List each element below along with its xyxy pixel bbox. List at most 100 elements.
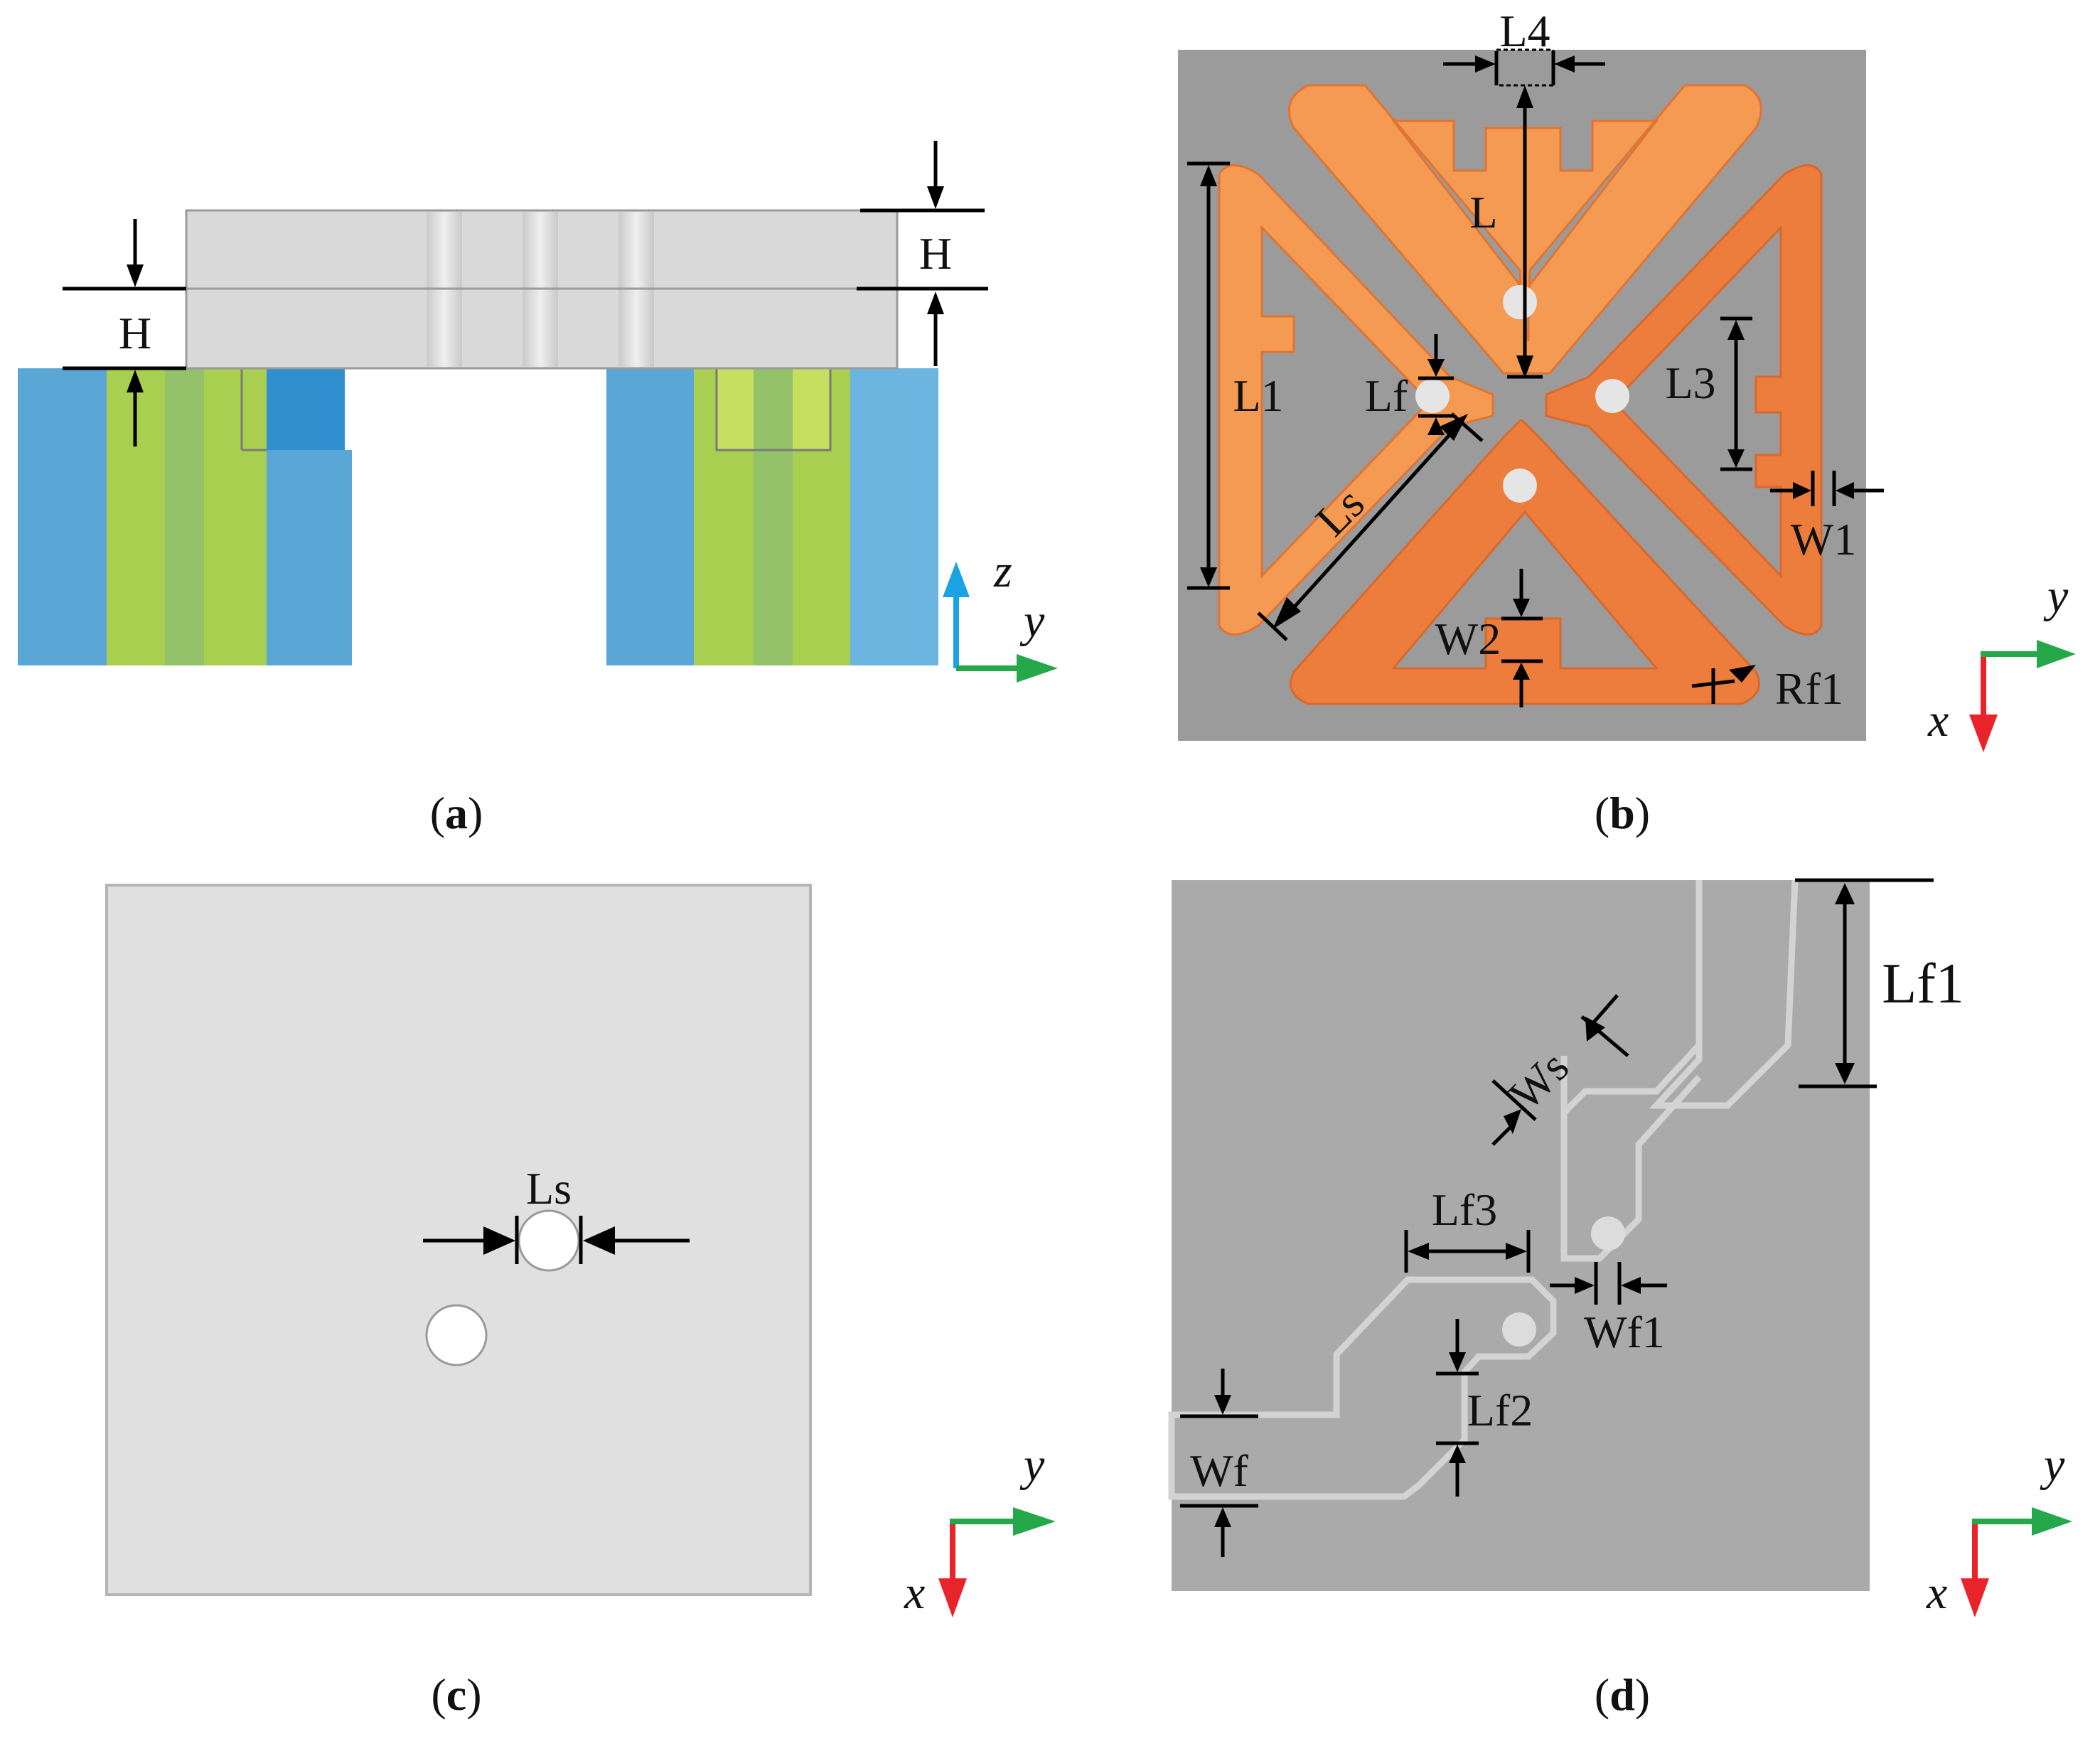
label-wf: Wf (1190, 1445, 1248, 1496)
via-hole-left (1415, 379, 1450, 413)
dim-l4-arrowhead-left (1475, 55, 1496, 73)
label-rf1: Rf1 (1775, 663, 1843, 714)
dim-lf3-arrowhead-right (1506, 1243, 1527, 1260)
dim-rf1-arrow (1691, 679, 1735, 688)
label-l4: L4 (1499, 6, 1550, 56)
axis-z-arrowhead (943, 562, 970, 597)
dim-ws-arrow-bottom (1491, 1125, 1512, 1146)
dim-ls-line (1289, 429, 1455, 613)
axis-y-arrowhead-b (2037, 640, 2076, 668)
axis-x-arrowhead-b (1969, 715, 1998, 752)
feed-slot-left (1561, 880, 1703, 1115)
axis-x-arrowhead-d (1961, 1578, 1989, 1617)
dim-h-left-arrowhead-bottom (127, 370, 144, 392)
dim-h-right-arrowhead-bottom (927, 291, 944, 314)
feed-line-upper (1168, 1276, 1557, 1500)
axis-label-y-a: y (1019, 595, 1045, 647)
patch-bottom (1290, 417, 1760, 705)
label-h-left: H (119, 308, 151, 358)
label-l: L (1469, 187, 1497, 237)
dim-ls-tick-bottom (1257, 611, 1288, 641)
right-block-blue-outer (606, 368, 694, 665)
dim-lf-arrowhead-top (1427, 359, 1445, 377)
label-lf3: Lf3 (1432, 1184, 1497, 1235)
dim-ws-arrowhead-bottom (1504, 1109, 1521, 1134)
ground-plane (1172, 880, 1870, 1591)
via-d-lower (1502, 1312, 1536, 1347)
panel-d: Lf1 Ws Lf3 Wf1 Lf2 (1168, 878, 2072, 1720)
dim-w2-arrowhead-bottom (1513, 663, 1530, 680)
label-wf1: Wf1 (1584, 1307, 1665, 1357)
dim-ws-arrow-top (1591, 994, 1619, 1025)
dim-lf2-arrowhead-bottom (1449, 1445, 1466, 1463)
label-lf1: Lf1 (1882, 953, 1964, 1015)
panel-a: H H z y (a) (18, 141, 1058, 838)
label-lf: Lf (1365, 370, 1408, 421)
dim-w2-arrowhead-top (1513, 599, 1530, 617)
axis-label-y-d: y (2040, 1439, 2065, 1491)
right-block-green-stripe (754, 368, 793, 665)
dim-h-left-arrowhead-top (127, 264, 144, 287)
dim-wf-arrowhead-top (1214, 1395, 1231, 1415)
axis-label-x-c: x (904, 1567, 925, 1619)
dim-l1-arrowhead-top (1200, 165, 1217, 186)
axis-label-y-c: y (1019, 1439, 1045, 1491)
dim-ls-tick-top (1450, 412, 1484, 442)
dim-rf1-arrowhead (1729, 665, 1756, 683)
label-h-right: H (919, 228, 952, 279)
dim-l-arrowhead-bottom (1516, 355, 1533, 378)
dim-wf1-arrowhead-left (1575, 1277, 1595, 1294)
dim-h-right-arrowhead-top (927, 186, 944, 209)
left-block-green-stripe (165, 368, 204, 665)
caption-c: (c) (431, 1669, 481, 1720)
via-hole-right (1595, 379, 1629, 413)
dim-l-arrowhead-top (1516, 85, 1533, 108)
label-l3: L3 (1665, 358, 1715, 408)
dim-lf-arrowhead-bottom (1427, 417, 1445, 435)
dim-lf1-arrowhead-bottom (1835, 1063, 1855, 1084)
dim-l3-arrowhead-bottom (1727, 449, 1745, 468)
dim-w1-arrowhead-right (1836, 482, 1854, 499)
dim-wf1-arrowhead-right (1621, 1277, 1641, 1294)
axis-label-x-b: x (1927, 695, 1949, 747)
hole-upper (518, 1209, 580, 1272)
caption-b: (b) (1595, 788, 1650, 838)
via-hole-top (1503, 285, 1537, 319)
dim-lf3-arrowhead-left (1408, 1243, 1429, 1260)
axis-y-arrowhead-c (1013, 1507, 1056, 1536)
left-block-blue-inner (267, 450, 352, 665)
label-l1: L1 (1233, 370, 1283, 421)
dim-wf-arrowhead-bottom (1214, 1507, 1231, 1527)
axis-label-x-d: x (1926, 1567, 1947, 1619)
via-hole-bottom (1503, 469, 1537, 503)
panel-c: Ls x y (c) (105, 884, 1056, 1720)
label-ls-c: Ls (526, 1163, 572, 1214)
hole-lower (425, 1304, 488, 1366)
via-d-upper (1591, 1216, 1625, 1251)
right-block-blue-inner (850, 368, 938, 665)
caption-a: (a) (430, 788, 483, 838)
dim-ls-c-arrowhead-left (483, 1226, 515, 1255)
dim-ls-c-arrowhead-right (583, 1226, 615, 1255)
dim-lf2-arrowhead-top (1449, 1352, 1466, 1372)
dim-lf1-arrowhead-top (1835, 883, 1855, 904)
axis-y-arrowhead-d (2032, 1507, 2072, 1536)
dim-ls-arrowhead-bottom (1273, 597, 1301, 629)
caption-d: (d) (1595, 1669, 1650, 1720)
dim-w1-arrowhead-left (1793, 482, 1811, 499)
dim-l3-arrowhead-top (1727, 320, 1745, 340)
center-gap (1502, 377, 1545, 419)
axis-label-z: z (993, 545, 1012, 597)
axis-y-arrowhead-a (1017, 654, 1058, 683)
axis-x-arrowhead-c (938, 1578, 967, 1617)
label-lf2: Lf2 (1467, 1385, 1533, 1435)
left-block-blue-outer (18, 368, 107, 665)
left-block-dark-blue (267, 368, 345, 450)
label-w2: W2 (1435, 614, 1501, 664)
dim-ws-arrowhead-top (1585, 1017, 1605, 1042)
dim-ws-tick-bottom (1491, 1079, 1537, 1121)
panel-b: L4 L L1 Lf L3 Ls (1178, 6, 2076, 838)
axis-label-y-b: y (2043, 570, 2069, 622)
label-w1: W1 (1791, 514, 1856, 564)
